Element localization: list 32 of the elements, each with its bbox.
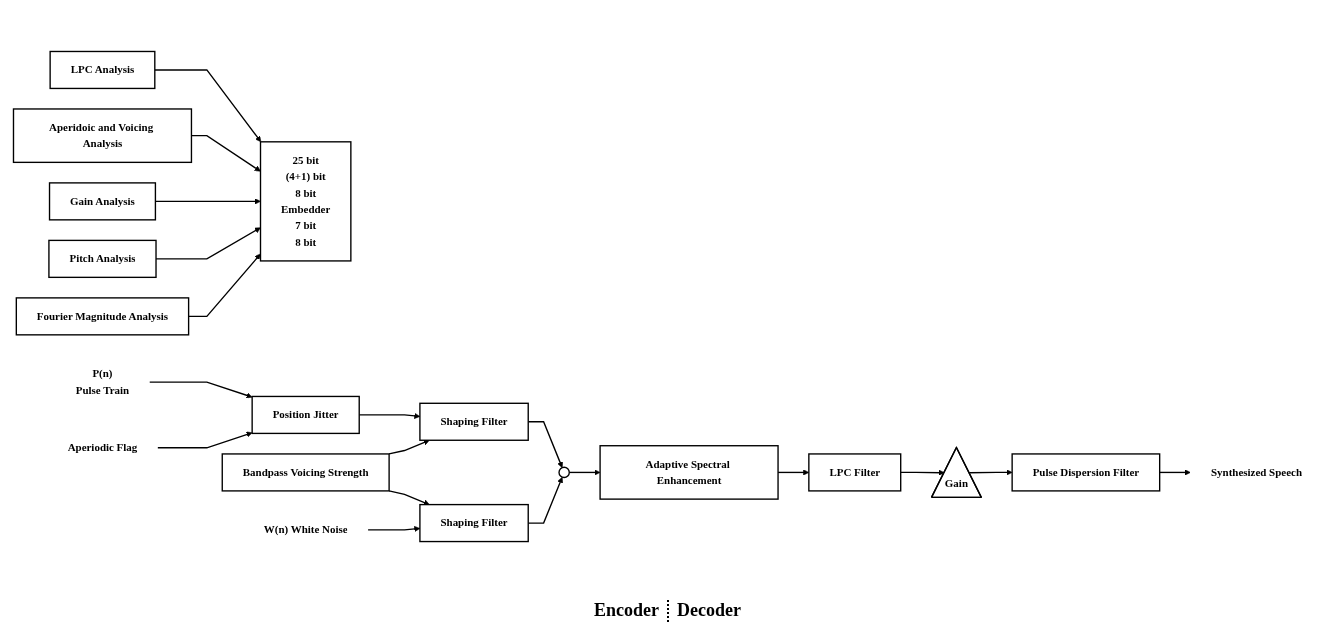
- node-text: W(n) White Noise: [263, 523, 348, 536]
- node-box: Position Jitter: [250, 395, 360, 435]
- arrow: [387, 439, 430, 455]
- node-box: LPC Analysis: [48, 50, 155, 90]
- node-box: Shaping Filter: [418, 402, 529, 441]
- arrow: [156, 431, 252, 449]
- node-text: Aperiodic Flag: [67, 441, 137, 454]
- node-box: Fourier Magnitude Analysis: [15, 297, 189, 336]
- arrow: [154, 198, 261, 205]
- node-box: Adaptive Spectral Enhancement: [598, 445, 779, 500]
- arrow: [148, 381, 252, 399]
- node-box: Gain Analysis: [48, 182, 156, 221]
- node-box: 25 bit (4+1) bit 8 bit Embedder 7 bit 8 bit: [259, 141, 352, 262]
- node-circle: [557, 466, 570, 479]
- node-box: Pitch Analysis: [47, 239, 157, 279]
- node-text: P(n) Pulse Train: [75, 367, 129, 396]
- arrow: [968, 469, 1012, 476]
- arrow: [366, 526, 420, 532]
- arrow: [190, 135, 261, 172]
- section-label: Decoder: [676, 600, 742, 622]
- node-box: Aperidoic and Voicing Analysis: [12, 108, 192, 164]
- node-box: Pulse Dispersion Filter: [1010, 453, 1160, 492]
- node-box: LPC Filter: [807, 453, 901, 492]
- node-box: Shaping Filter: [418, 503, 529, 543]
- arrow: [527, 476, 563, 524]
- section-label: Encoder: [593, 600, 660, 622]
- arrow: [358, 412, 420, 419]
- arrow: [568, 469, 600, 476]
- arrow: [387, 490, 430, 506]
- node-box: Bandpass Voicing Strength: [221, 453, 390, 492]
- node-text: Synthesized Speech: [1210, 466, 1302, 478]
- arrow: [527, 421, 563, 468]
